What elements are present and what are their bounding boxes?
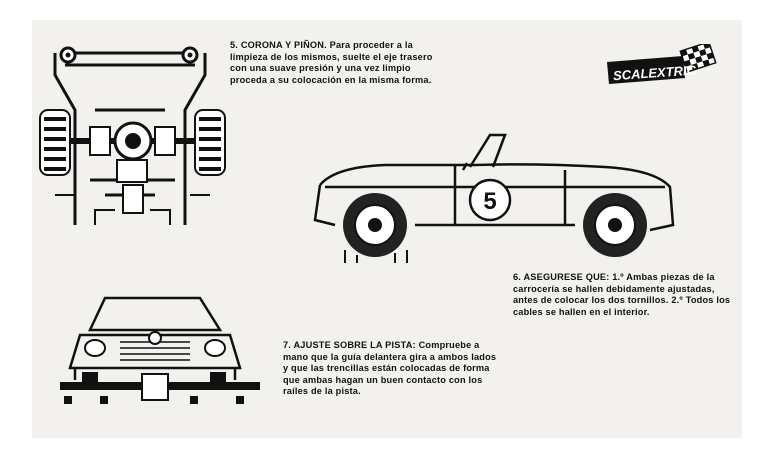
step-5-heading: 5. CORONA Y PIÑON. [230,40,327,50]
svg-text:SCALEXTRIC: SCALEXTRIC [613,62,698,83]
rear-wheel [343,193,407,257]
step-7-text: 7. AJUSTE SOBRE LA PISTA: Compruebe a ma… [283,340,498,398]
step-6-heading: 6. ASEGURESE QUE: 1.º [513,272,624,282]
step-5-text: 5. CORONA Y PIÑON. Para proceder a la li… [230,40,442,86]
car-side-diagram: 5 [313,133,675,263]
scalextric-logo: SCALEXTRIC [607,44,717,84]
step-5-body: Para proceder a la limpieza de los mismo… [230,40,433,85]
checkered-flag-icon [679,44,717,74]
step-7-heading: 7. AJUSTE SOBRE LA PISTA: [283,340,416,350]
step-6-text: 6. ASEGURESE QUE: 1.º Ambas piezas de la… [513,272,733,318]
step-6-body: Ambas piezas de la carrocería se hallen … [513,272,731,317]
race-number: 5 [483,188,496,215]
step-7-body: Compruebe a mano que la guía delantera g… [283,340,497,397]
chassis-diagram [39,46,226,225]
car-front-diagram [60,296,260,404]
front-wheel [583,193,647,257]
